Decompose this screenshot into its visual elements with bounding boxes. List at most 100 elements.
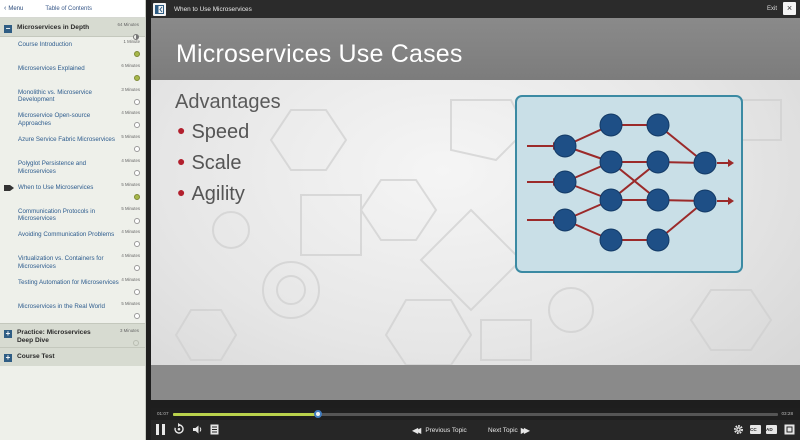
fullscreen-button[interactable] xyxy=(784,424,795,435)
topic-item[interactable]: Microservice Open-source Approaches 4 Mi… xyxy=(0,108,145,132)
topic-list: Course Introduction 1 Minute Microservic… xyxy=(0,37,145,323)
next-arrows-icon: ▶▶ xyxy=(520,426,530,435)
completed-status-icon xyxy=(134,74,140,81)
topic-item[interactable]: Communication Protocols in Microservices… xyxy=(0,204,145,228)
bullet-dot-icon: ● xyxy=(177,184,186,200)
next-topic-label: Next Topic xyxy=(488,427,518,434)
bullet-text: Agility xyxy=(191,183,245,205)
microservices-network-diagram xyxy=(515,95,743,273)
topic-meta: 4 Minutes xyxy=(121,277,140,300)
topic-title: Communication Protocols in Microservices xyxy=(18,207,96,223)
topic-minutes: 6 Minutes xyxy=(121,62,140,68)
section-meta: 3 Minutes xyxy=(120,328,139,351)
lesson-header: When to Use Microservices Exit × xyxy=(151,0,800,18)
pause-button[interactable] xyxy=(156,424,166,436)
total-time: 03:28 xyxy=(781,411,794,416)
topic-meta: 4 Minutes xyxy=(121,229,140,252)
topic-title: Testing Automation for Microservices xyxy=(18,278,119,286)
expand-section-icon[interactable]: + xyxy=(4,352,12,362)
not-started-status-icon xyxy=(133,339,139,346)
topic-minutes: 4 Minutes xyxy=(121,253,140,259)
topic-minutes: 4 Minutes xyxy=(121,110,140,116)
topic-title: Microservices Explained xyxy=(18,64,85,72)
topic-item[interactable]: Testing Automation for Microservices 4 M… xyxy=(0,275,145,299)
topic-item[interactable]: Course Introduction 1 Minute xyxy=(0,37,145,61)
audio-description-button[interactable]: AD xyxy=(766,425,777,434)
table-of-contents-link[interactable]: Table of Contents xyxy=(45,5,93,12)
seek-progress-fill xyxy=(173,413,319,416)
topic-meta: 5 Minutes xyxy=(121,206,140,229)
transcript-button[interactable] xyxy=(210,424,219,435)
topic-item-active[interactable]: When to Use Microservices 5 Minutes xyxy=(0,180,145,204)
topic-item[interactable]: Avoiding Communication Problems 4 Minute… xyxy=(0,227,145,251)
replay-button[interactable] xyxy=(173,423,185,435)
section-title: Course Test xyxy=(17,352,55,360)
player-controls: ◀◀ Previous Topic Next Topic ▶▶ CC AD xyxy=(151,420,800,440)
topic-meta: 4 Minutes xyxy=(121,158,140,181)
topic-meta: 4 Minutes xyxy=(121,110,140,133)
seek-bar-area: 01:07 03:28 xyxy=(151,408,800,420)
topic-meta: 1 Minute xyxy=(124,39,140,62)
topic-title: Avoiding Communication Problems xyxy=(18,231,115,239)
topic-minutes: 1 Minute xyxy=(123,39,140,44)
collapse-sidebar-button[interactable] xyxy=(153,2,166,16)
expand-section-icon[interactable]: + xyxy=(4,328,12,338)
completed-status-icon xyxy=(134,193,140,200)
seek-handle[interactable] xyxy=(314,410,323,418)
bullet-text: Scale xyxy=(191,152,242,174)
section-minutes: 64 Minutes xyxy=(117,22,139,27)
transcript-icon xyxy=(210,424,219,435)
back-arrow-icon[interactable]: ‹ xyxy=(4,5,7,12)
section-header-practice[interactable]: + Practice: Microservices Deep Dive 3 Mi… xyxy=(0,322,145,347)
pause-bar-icon xyxy=(162,424,165,435)
collapse-sidebar-icon xyxy=(155,4,164,14)
completed-status-icon xyxy=(134,51,140,57)
closed-captions-button[interactable]: CC xyxy=(750,425,761,434)
topic-meta: 5 Minutes xyxy=(121,182,140,205)
bullet-item: ● Agility xyxy=(177,183,245,206)
topic-meta: 5 Minutes xyxy=(121,134,140,157)
topic-minutes: 4 Minutes xyxy=(121,276,140,282)
topic-meta: 6 Minutes xyxy=(121,63,140,86)
not-started-status-icon xyxy=(134,122,140,129)
not-started-status-icon xyxy=(134,98,140,105)
volume-button[interactable] xyxy=(192,424,203,435)
settings-button[interactable] xyxy=(733,424,744,435)
exit-button[interactable]: × xyxy=(783,2,796,15)
fullscreen-icon xyxy=(784,424,795,435)
topic-meta: 4 Minutes xyxy=(121,253,140,276)
previous-arrows-icon: ◀◀ xyxy=(412,426,421,435)
section-header-course-test[interactable]: + Course Test xyxy=(0,346,145,366)
topic-title: Polyglot Persistence and Microservices xyxy=(18,159,87,175)
topic-title: Microservice Open-source Approaches xyxy=(18,112,91,127)
not-started-status-icon xyxy=(134,169,140,176)
topic-item[interactable]: Polyglot Persistence and Microservices 4… xyxy=(0,156,145,180)
menu-link[interactable]: Menu xyxy=(8,5,24,12)
seek-track[interactable] xyxy=(173,410,778,418)
topic-minutes: 5 Minutes xyxy=(121,205,140,211)
volume-icon xyxy=(193,425,202,434)
previous-topic-label: Previous Topic xyxy=(425,427,467,434)
topic-meta: 5 Minutes xyxy=(121,301,140,324)
next-topic-button[interactable]: Next Topic ▶▶ xyxy=(488,426,530,435)
topic-item[interactable]: Virtualization vs. Containers for Micros… xyxy=(0,251,145,275)
video-slide[interactable]: Microservices Use Cases Advantages ●Spee… xyxy=(151,18,800,400)
topic-item[interactable]: Microservices in the Real World 5 Minute… xyxy=(0,299,145,323)
topic-item[interactable]: Azure Service Fabric Microservices 5 Min… xyxy=(0,132,145,156)
collapse-section-icon[interactable]: − xyxy=(4,24,12,33)
topic-item[interactable]: Monolithic vs. Microservice Development … xyxy=(0,85,145,109)
topic-minutes: 5 Minutes xyxy=(121,300,140,306)
previous-topic-button[interactable]: ◀◀ Previous Topic xyxy=(409,426,467,435)
exit-label[interactable]: Exit xyxy=(766,5,777,12)
section-header-microservices-in-depth[interactable]: − Microservices in Depth 64 Minutes xyxy=(0,18,145,40)
section-title: Microservices in Depth xyxy=(17,24,90,31)
slide-heading: Advantages xyxy=(175,91,281,113)
topic-item[interactable]: Microservices Explained 6 Minutes xyxy=(0,61,145,85)
bullet-text: Speed xyxy=(191,121,250,143)
replay-icon xyxy=(174,423,184,434)
exit-group: Exit × xyxy=(767,2,796,15)
topic-title: Course Introduction xyxy=(18,41,72,48)
slide-footer-band xyxy=(151,365,800,400)
half-progress-icon xyxy=(133,34,139,40)
